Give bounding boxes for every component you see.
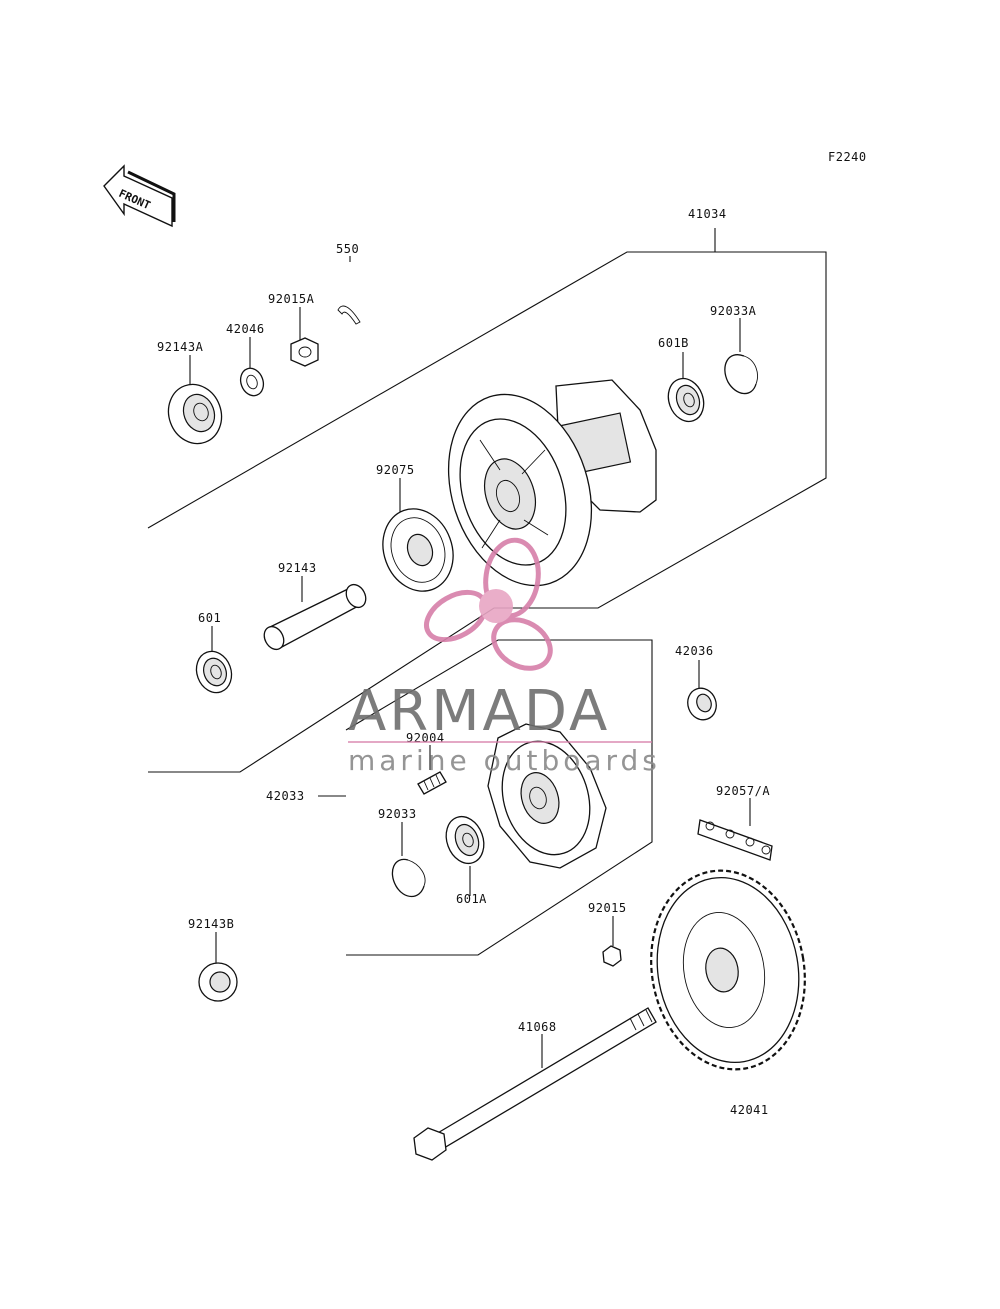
sprocket-42041 <box>650 869 806 1071</box>
propeller-icon <box>424 537 553 671</box>
watermark: ARMADA marine outboards <box>348 537 661 777</box>
nut-92015A <box>290 337 319 367</box>
wheel-hub-41034 <box>447 379 657 587</box>
sleeve-92143 <box>263 583 367 651</box>
damper-92075 <box>382 508 454 592</box>
part-label-92075: 92075 <box>376 463 415 477</box>
part-label-550: 550 <box>336 242 359 256</box>
circlip-92033 <box>391 858 426 898</box>
assembly-outline-41034 <box>147 228 827 773</box>
part-label-92033A: 92033A <box>710 304 757 318</box>
cotter-pin-550 <box>337 305 361 325</box>
collar-92143B <box>198 962 238 1002</box>
part-label-42036: 42036 <box>675 644 714 658</box>
part-label-92015: 92015 <box>588 901 627 915</box>
figure-code: F2240 <box>828 150 867 164</box>
stud-92004 <box>417 771 447 795</box>
part-label-92033: 92033 <box>378 807 417 821</box>
part-label-92143B: 92143B <box>188 917 234 931</box>
nut-92015 <box>602 945 622 967</box>
assembly-outline-42033 <box>318 639 653 956</box>
part-label-42041: 42041 <box>730 1103 769 1117</box>
axle-41068 <box>413 1007 657 1161</box>
circlip-92033A <box>724 354 758 395</box>
part-label-92143: 92143 <box>278 561 317 575</box>
part-label-601B: 601B <box>658 336 689 350</box>
part-label-92057A: 92057/A <box>716 784 770 798</box>
washer-42046 <box>239 367 265 397</box>
part-labels: 41034 550 92015A 42046 92143A 92033A 601… <box>157 207 770 1117</box>
part-label-601: 601 <box>198 611 221 625</box>
part-label-42046: 42046 <box>226 322 265 336</box>
collar-92143A <box>167 383 223 445</box>
bearing-601B <box>667 377 705 423</box>
watermark-brand: ARMADA <box>348 679 610 744</box>
part-label-41068: 41068 <box>518 1020 557 1034</box>
bearing-601 <box>195 650 233 694</box>
bearing-601A <box>445 815 485 865</box>
watermark-tagline: marine outboards <box>348 744 661 777</box>
part-label-41034: 41034 <box>688 207 727 221</box>
collar-42036 <box>687 687 717 721</box>
part-label-42033: 42033 <box>266 789 305 803</box>
part-label-601A: 601A <box>456 892 487 906</box>
part-label-92143A: 92143A <box>157 340 204 354</box>
chain-link-92057A <box>697 819 773 861</box>
part-label-92015A: 92015A <box>268 292 315 306</box>
front-arrow-icon: FRONT <box>103 164 176 228</box>
coupling-42033 <box>487 723 607 869</box>
